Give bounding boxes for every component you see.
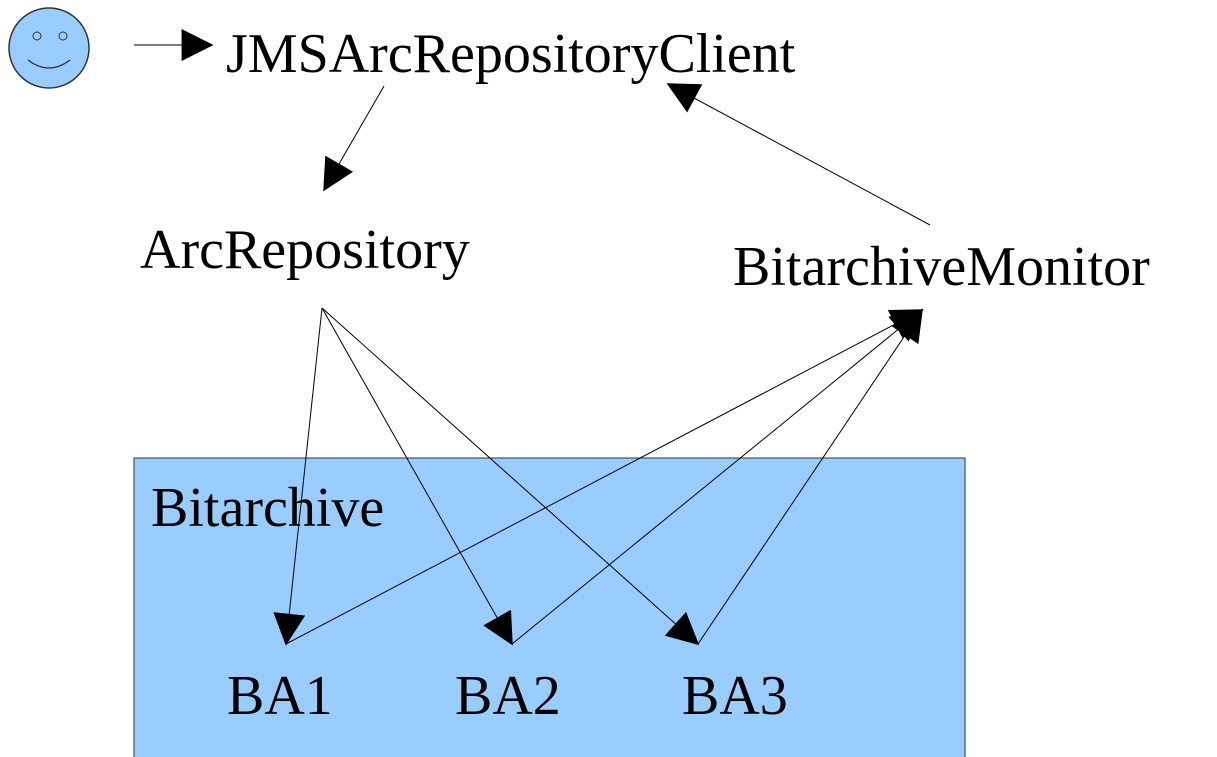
arrow-ba2-to-monitor: [511, 308, 924, 645]
smiley-face-icon: [8, 7, 90, 89]
node-repository: ArcRepository: [140, 219, 470, 281]
arrow-ba1-to-monitor: [285, 309, 924, 645]
node-ba3: BA3: [682, 665, 788, 727]
arrows: [134, 29, 931, 646]
arrow-client-to-repository: [323, 85, 385, 192]
arrow-repository-to-ba2: [321, 307, 513, 646]
arrow-repository-to-ba3: [321, 307, 700, 646]
node-monitor: BitarchiveMonitor: [733, 236, 1150, 298]
node-ba1: BA1: [227, 665, 333, 727]
arrow-ba3-to-monitor: [697, 308, 923, 645]
arrow-monitor-to-client: [666, 83, 931, 226]
node-bitarchive: Bitarchive: [151, 477, 384, 539]
bitarchive-box: [133, 457, 966, 757]
node-client: JMSArcRepositoryClient: [226, 23, 796, 85]
arrow-repository-to-ba1: [273, 307, 323, 646]
node-ba2: BA2: [455, 665, 561, 727]
